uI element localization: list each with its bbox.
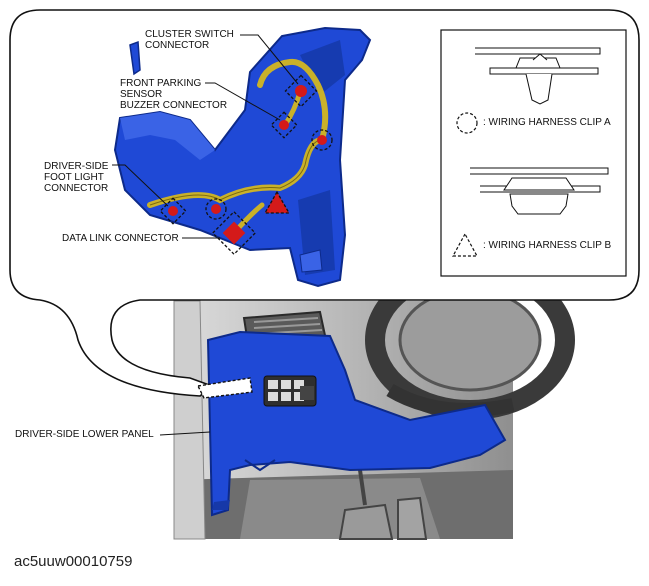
label-line: DRIVER-SIDE [44,161,109,172]
label-data-link-connector: DATA LINK CONNECTOR [62,233,179,244]
pedals [338,469,428,540]
label-line: BUZZER CONNECTOR [120,100,228,111]
image-id-caption: ac5uuw00010759 [14,553,133,570]
wiring-harness-clip-a [311,129,333,151]
interior-illustration [173,260,575,540]
clip-b-illustration [470,167,609,215]
legend-clip-a-label: : WIRING HARNESS CLIP A [483,117,611,128]
driver-side-lower-panel [206,330,507,517]
panel-closeup [112,26,372,436]
label-lower-panel: DRIVER-SIDE LOWER PANEL [15,429,154,440]
label-line: SENSOR [120,89,163,100]
clip-b-symbol [451,232,479,257]
wiring-harness-clip-a-2 [205,198,227,220]
wiring-harness-clip-b [263,190,291,214]
clip-a-illustration [475,47,601,105]
label-line: CONNECTOR [145,40,210,51]
label-front-parking-sensor: FRONT PARKING SENSOR BUZZER CONNECTOR [120,78,227,111]
legend-clip-b-label: : WIRING HARNESS CLIP B [483,240,612,251]
label-cluster-switch-connector: CLUSTER SWITCH CONNECTOR [145,29,234,51]
clip-a-symbol [456,112,478,134]
label-line: CONNECTOR [44,183,109,194]
leader-lines [112,34,299,436]
legend-box [440,29,627,277]
label-line: FOOT LIGHT [44,172,104,183]
label-line: FRONT PARKING [120,78,202,89]
label-line: CLUSTER SWITCH [145,29,234,40]
label-foot-light-connector: DRIVER-SIDE FOOT LIGHT CONNECTOR [44,161,108,194]
